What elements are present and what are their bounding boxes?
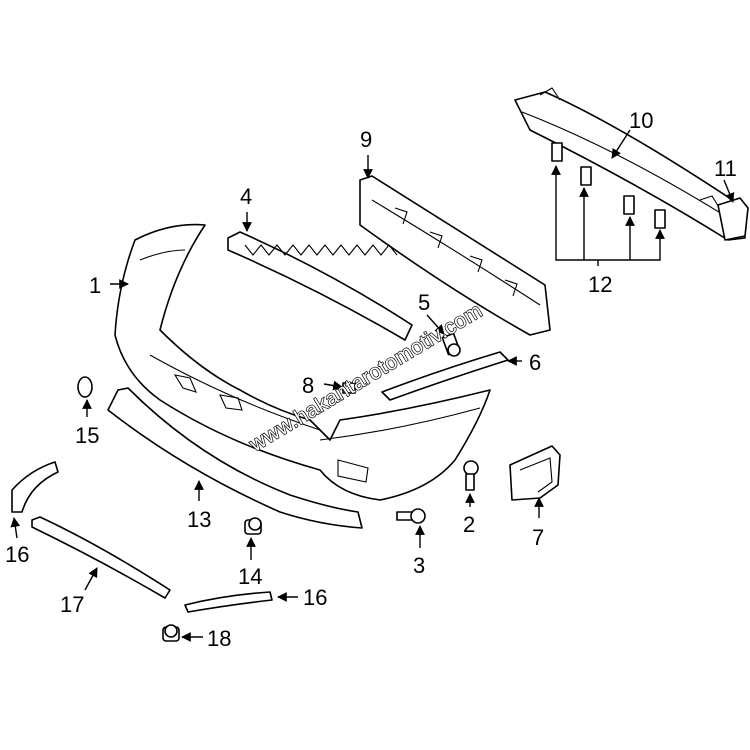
callout-labels: 1 2 3 4 5 6 7 8 9 10 11 12 13 14 15 16 1… [5, 108, 737, 651]
callout-6: 6 [529, 350, 541, 375]
callout-8: 8 [302, 373, 314, 398]
part-1-bumper-cover [114, 223, 491, 501]
callout-5: 5 [418, 290, 430, 315]
part-10-bumper-reinforcement [514, 87, 746, 241]
callout-16-left: 16 [5, 542, 29, 567]
part-4-step-pad [227, 231, 413, 341]
callout-9: 9 [360, 127, 372, 152]
part-16-right-bracket [184, 591, 273, 613]
callout-10: 10 [629, 108, 653, 133]
part-13-lower-valance [107, 387, 363, 529]
callout-3: 3 [413, 553, 425, 578]
callout-1: 1 [89, 273, 101, 298]
part-18-sensor [162, 624, 180, 642]
callout-12: 12 [588, 272, 612, 297]
part-11-beam-end-cap [717, 197, 749, 241]
part-14-park-sensor [244, 517, 262, 535]
part-7-side-bracket [509, 445, 561, 501]
part-15-tow-hook-cap [77, 376, 93, 398]
part-8-retainer-clip [342, 382, 356, 394]
callout-17: 17 [60, 592, 84, 617]
part-17-lower-strip [31, 516, 171, 599]
callout-16-right: 16 [303, 585, 327, 610]
callout-18: 18 [207, 626, 231, 651]
part-3-bolt [396, 508, 426, 524]
part-2-bolt [463, 460, 479, 491]
callout-7: 7 [532, 525, 544, 550]
callout-11: 11 [714, 156, 737, 181]
callout-15: 15 [75, 423, 99, 448]
callout-4: 4 [240, 184, 252, 209]
callout-14: 14 [238, 564, 262, 589]
callout-13: 13 [187, 507, 211, 532]
callout-2: 2 [463, 512, 475, 537]
part-5-bolt [441, 332, 461, 357]
part-12-beam-brackets [551, 142, 666, 229]
part-16-left-bracket [11, 461, 59, 513]
part-9-energy-absorber [359, 175, 551, 336]
leader-lines [10, 129, 735, 642]
